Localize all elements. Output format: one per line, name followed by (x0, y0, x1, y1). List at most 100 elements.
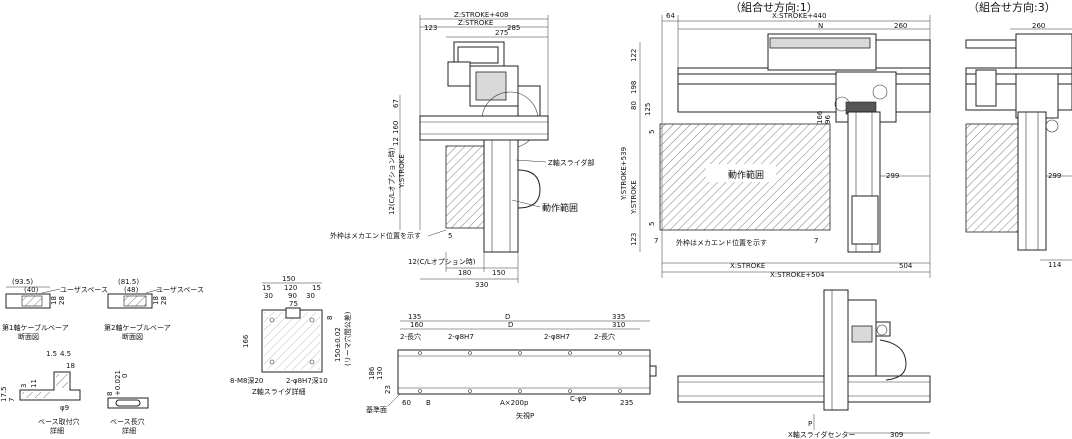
dim-150-tol: 150±0.02 (334, 327, 342, 362)
dim-30a: 30 (264, 292, 273, 300)
dim-504: 504 (899, 262, 913, 270)
dim-z-stroke-408: Z:STROKE+408 (454, 11, 509, 19)
base-hole-detail: 1.5 4.5 18 3 11 17.5 7 φ9 ベース取付穴 詳細 (0, 350, 81, 435)
label-z-slider-detail: Z軸スライダ詳細 (252, 387, 306, 396)
dim-135: 135 (408, 313, 421, 321)
dim-80: 80 (630, 101, 638, 110)
dim-123: 123 (424, 24, 437, 32)
label-user-space: ユーザスペース (60, 286, 108, 294)
combo-label-3: （組合せ方向:3） (968, 0, 1056, 14)
motion-range-area-r (965, 123, 1027, 233)
dim-18-bd: 18 (66, 362, 75, 370)
dim-123-top: 123 (630, 233, 638, 246)
dim-166: 166 (816, 110, 824, 124)
label-user-space-2: ユーザスペース (156, 286, 204, 294)
dim-122: 122 (630, 49, 638, 62)
dim-15b: 15 (312, 284, 321, 292)
label-section-2: 断面図 (122, 332, 143, 341)
dim-y-stroke-539: Y:STROKE+539 (620, 147, 628, 201)
label-long-hole-l: 2-長穴 (400, 332, 421, 341)
label-arrow-p: P (808, 420, 812, 428)
dim-275: 275 (495, 29, 508, 37)
label-section-1: 断面図 (18, 332, 39, 341)
dim-60: 60 (402, 399, 411, 407)
dim-15a: 15 (262, 284, 271, 292)
dim-cl-option-h: 12(C/Lオプション時) (408, 258, 476, 266)
dim-75: 75 (289, 300, 298, 308)
dim-81-5: (81.5) (118, 278, 139, 286)
label-long-hole-r: 2-長穴 (594, 332, 615, 341)
dim-n: N (818, 22, 823, 30)
dim-330: 330 (475, 281, 488, 289)
dim-114: 114 (1048, 261, 1062, 269)
dim-125: 12 (392, 137, 400, 146)
right-view: 260 299 114 (965, 22, 1072, 269)
dim-cl-option-v: 12(C/Lオプション時) (388, 147, 396, 215)
dim-x-stroke: X:STROKE (730, 262, 765, 270)
dim-0021: +0.021 (114, 370, 122, 396)
dim-phi9: φ9 (60, 404, 69, 412)
dim-1-5: 1.5 (46, 350, 57, 358)
dim-c9: C-φ9 (570, 395, 587, 403)
dim-48: (48) (124, 286, 139, 294)
dim-b: B (426, 399, 431, 407)
dim-8-slot: 8 (106, 392, 114, 396)
dim-23: 23 (384, 385, 392, 394)
dim-166-zs: 166 (242, 334, 250, 348)
dim-299-r: 299 (1048, 172, 1061, 180)
dim-z-stroke: Z:STROKE (458, 19, 493, 27)
label-ref-surface: 基準面 (366, 405, 387, 414)
dim-18b: 18 (152, 296, 160, 305)
side-view: P X軸スライダセンター 309 (677, 289, 931, 439)
dim-125-top: 125 (644, 103, 652, 116)
dim-160: 160 (392, 121, 400, 134)
dim-150-zs: 150 (282, 275, 295, 283)
dim-17-5: 17.5 (0, 386, 8, 402)
dim-186: 186 (368, 366, 376, 380)
label-reamer-tol: (リーマ穴間公差) (343, 311, 352, 366)
dim-160-b: 160 (410, 321, 423, 329)
dim-y-stroke: Y:STROKE (398, 154, 406, 189)
front-view: Z:STROKE+408 Z:STROKE 123 285 275 67 160… (330, 11, 595, 289)
label-first-axis: 第1軸ケーブルベーア (2, 323, 69, 332)
dim-93-5: (93.5) (12, 278, 33, 286)
dim-0: 0 (121, 374, 129, 378)
dim-x-stroke-504: X:STROKE+504 (770, 271, 825, 279)
top-view: 64 X:STROKE+440 N 260 122 198 80 125 5 Y… (620, 12, 931, 279)
dim-335: 335 (612, 313, 625, 321)
dim-7a: 7 (654, 237, 658, 245)
label-z-slider: Z軸スライダ部 (548, 158, 595, 167)
dim-8-zs: 8 (326, 316, 334, 320)
label-slot-detail: 詳細 (122, 426, 136, 435)
base-view: 135 D 335 160 D 310 2-長穴 2-φ8H7 2-φ8H7 2… (366, 313, 657, 420)
dim-260-r: 260 (1032, 22, 1045, 30)
dim-y-stroke-top: Y:STROKE (630, 180, 638, 215)
label-second-axis: 第2軸ケーブルベーア (104, 323, 171, 332)
dim-180: 180 (458, 269, 471, 277)
dim-67: 67 (392, 99, 400, 108)
label-slot: ベース長穴 (110, 417, 145, 426)
label-pin-l: 2-φ8H7 (448, 333, 474, 341)
dim-310: 310 (612, 321, 625, 329)
label-x-slider-center: X軸スライダセンター (788, 430, 856, 439)
dim-d-top: D (505, 313, 510, 321)
dim-28b: 28 (160, 296, 168, 305)
label-base-hole: ベース取付穴 (38, 417, 80, 426)
dim-18: 18 (50, 296, 58, 305)
dim-5: 5 (448, 232, 452, 240)
label-base-hole-detail: 詳細 (50, 426, 64, 435)
label-view-p: 矢視P (516, 411, 534, 420)
dim-235: 235 (620, 399, 633, 407)
dim-299: 299 (886, 172, 899, 180)
label-motion-range: 動作範囲 (542, 202, 578, 214)
label-pin-r: 2-φ8H7 (544, 333, 570, 341)
dim-198: 198 (630, 81, 638, 94)
dim-260: 260 (894, 22, 907, 30)
label-outer-frame: 外枠はメカエンド位置を示す (330, 231, 421, 240)
dim-285: 285 (507, 24, 520, 32)
dim-x-stroke-440: X:STROKE+440 (772, 12, 827, 20)
dim-4-5: 4.5 (60, 350, 71, 358)
dim-90: 90 (288, 292, 297, 300)
dim-a200p: A×200p (500, 399, 529, 407)
